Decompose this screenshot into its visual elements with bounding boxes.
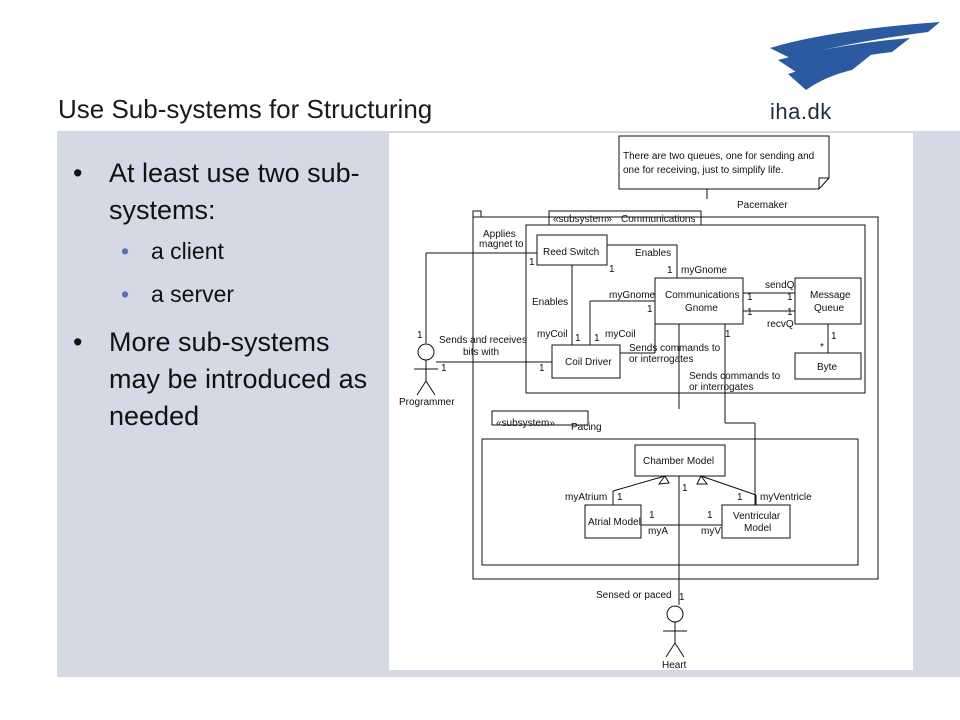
assoc-label: Enables (635, 248, 671, 259)
multiplicity: 1 (441, 363, 447, 374)
assoc-label: Sends commands to (629, 343, 721, 354)
multiplicity: 1 (617, 492, 623, 503)
assoc-label: or interrogates (689, 382, 753, 393)
assoc-label: magnet to (479, 239, 524, 250)
actor-name: Programmer (399, 397, 455, 408)
reed-switch-class: Reed Switch (543, 247, 599, 258)
assoc-label: or interrogates (629, 354, 693, 365)
bullet-item: •At least use two sub-systems: (73, 155, 383, 230)
actor-name: Heart (662, 660, 687, 670)
assoc-label: myV (701, 526, 721, 537)
comm-stereotype: «subsystem» (553, 214, 612, 225)
assoc-label: myVentricle (760, 492, 812, 503)
assoc-label: Sends and receives (439, 335, 527, 346)
multiplicity: 1 (831, 331, 837, 342)
assoc-label: bits with (463, 347, 499, 358)
multiplicity: 1 (737, 492, 743, 503)
multiplicity: 1 (417, 330, 423, 341)
note-line: There are two queues, one for sending an… (623, 151, 814, 162)
assoc-label: myGnome (609, 290, 656, 301)
comm-subsystem-name: Communications (621, 214, 695, 225)
pacing-stereotype: «subsystem» (496, 418, 555, 429)
assoc-label: myA (648, 526, 668, 537)
byte-class: Byte (817, 362, 837, 373)
uml-diagram: There are two queues, one for sending an… (389, 133, 913, 671)
atrial-model-class: Atrial Model (588, 517, 641, 528)
bullet-text: More sub-systems may be introduced as ne… (109, 326, 368, 432)
assoc-label: Applies (483, 229, 516, 240)
comm-gnome-class: Gnome (685, 303, 718, 314)
multiplicity: 1 (667, 265, 673, 276)
sub-bullet-text: a client (151, 237, 224, 264)
multiplicity: 1 (539, 363, 545, 374)
multiplicity: 1 (747, 292, 753, 303)
multiplicity: 1 (747, 307, 753, 318)
sub-bullet-item: •a client (121, 237, 224, 264)
bullet-text: At least use two sub-systems: (109, 158, 360, 226)
sub-bullet-item: •a server (121, 280, 235, 307)
assoc-label: Sends commands to (689, 371, 781, 382)
multiplicity: 1 (679, 592, 685, 603)
assoc-label: myGnome (681, 265, 728, 276)
message-queue-class: Message (810, 290, 851, 301)
multiplicity: 1 (529, 257, 535, 268)
assoc-label: myCoil (605, 329, 636, 340)
multiplicity: 1 (725, 329, 731, 340)
pacing-subsystem-name: Pacing (571, 422, 602, 433)
multiplicity: 1 (594, 333, 600, 344)
assoc-label: sendQ (765, 280, 795, 291)
sub-bullet-text: a server (151, 280, 235, 307)
coil-driver-class: Coil Driver (565, 357, 612, 368)
slide-title: Use Sub-systems for Structuring (58, 94, 433, 124)
multiplicity: 1 (575, 333, 581, 344)
multiplicity: 1 (787, 307, 793, 318)
multiplicity: 1 (682, 483, 688, 494)
multiplicity: 1 (787, 292, 793, 303)
multiplicity: 1 (609, 264, 615, 275)
assoc-label: Sensed or paced (596, 590, 672, 601)
comm-gnome-class: Communications (665, 290, 739, 301)
bullet-list: •At least use two sub-systems: •a client… (73, 155, 383, 443)
assoc-label: myCoil (537, 329, 568, 340)
message-queue-class: Queue (814, 303, 844, 314)
multiplicity: 1 (707, 510, 713, 521)
chamber-model-class: Chamber Model (643, 456, 714, 467)
assoc-label: Enables (532, 297, 568, 308)
assoc-label: myAtrium (565, 492, 607, 503)
bullet-item: •More sub-systems may be introduced as n… (73, 324, 383, 436)
ventricular-model-class: Ventricular (733, 511, 781, 522)
multiplicity: 1 (649, 510, 655, 521)
multiplicity: 1 (647, 304, 653, 315)
iha-logo-icon (770, 22, 940, 90)
note-line: one for receiving, just to simplify life… (623, 165, 784, 176)
ventricular-model-class: Model (744, 523, 771, 534)
logo-text: iha.dk (770, 99, 832, 124)
pacemaker-label: Pacemaker (737, 200, 788, 211)
assoc-label: recvQ (767, 319, 794, 330)
multiplicity: * (820, 342, 824, 353)
